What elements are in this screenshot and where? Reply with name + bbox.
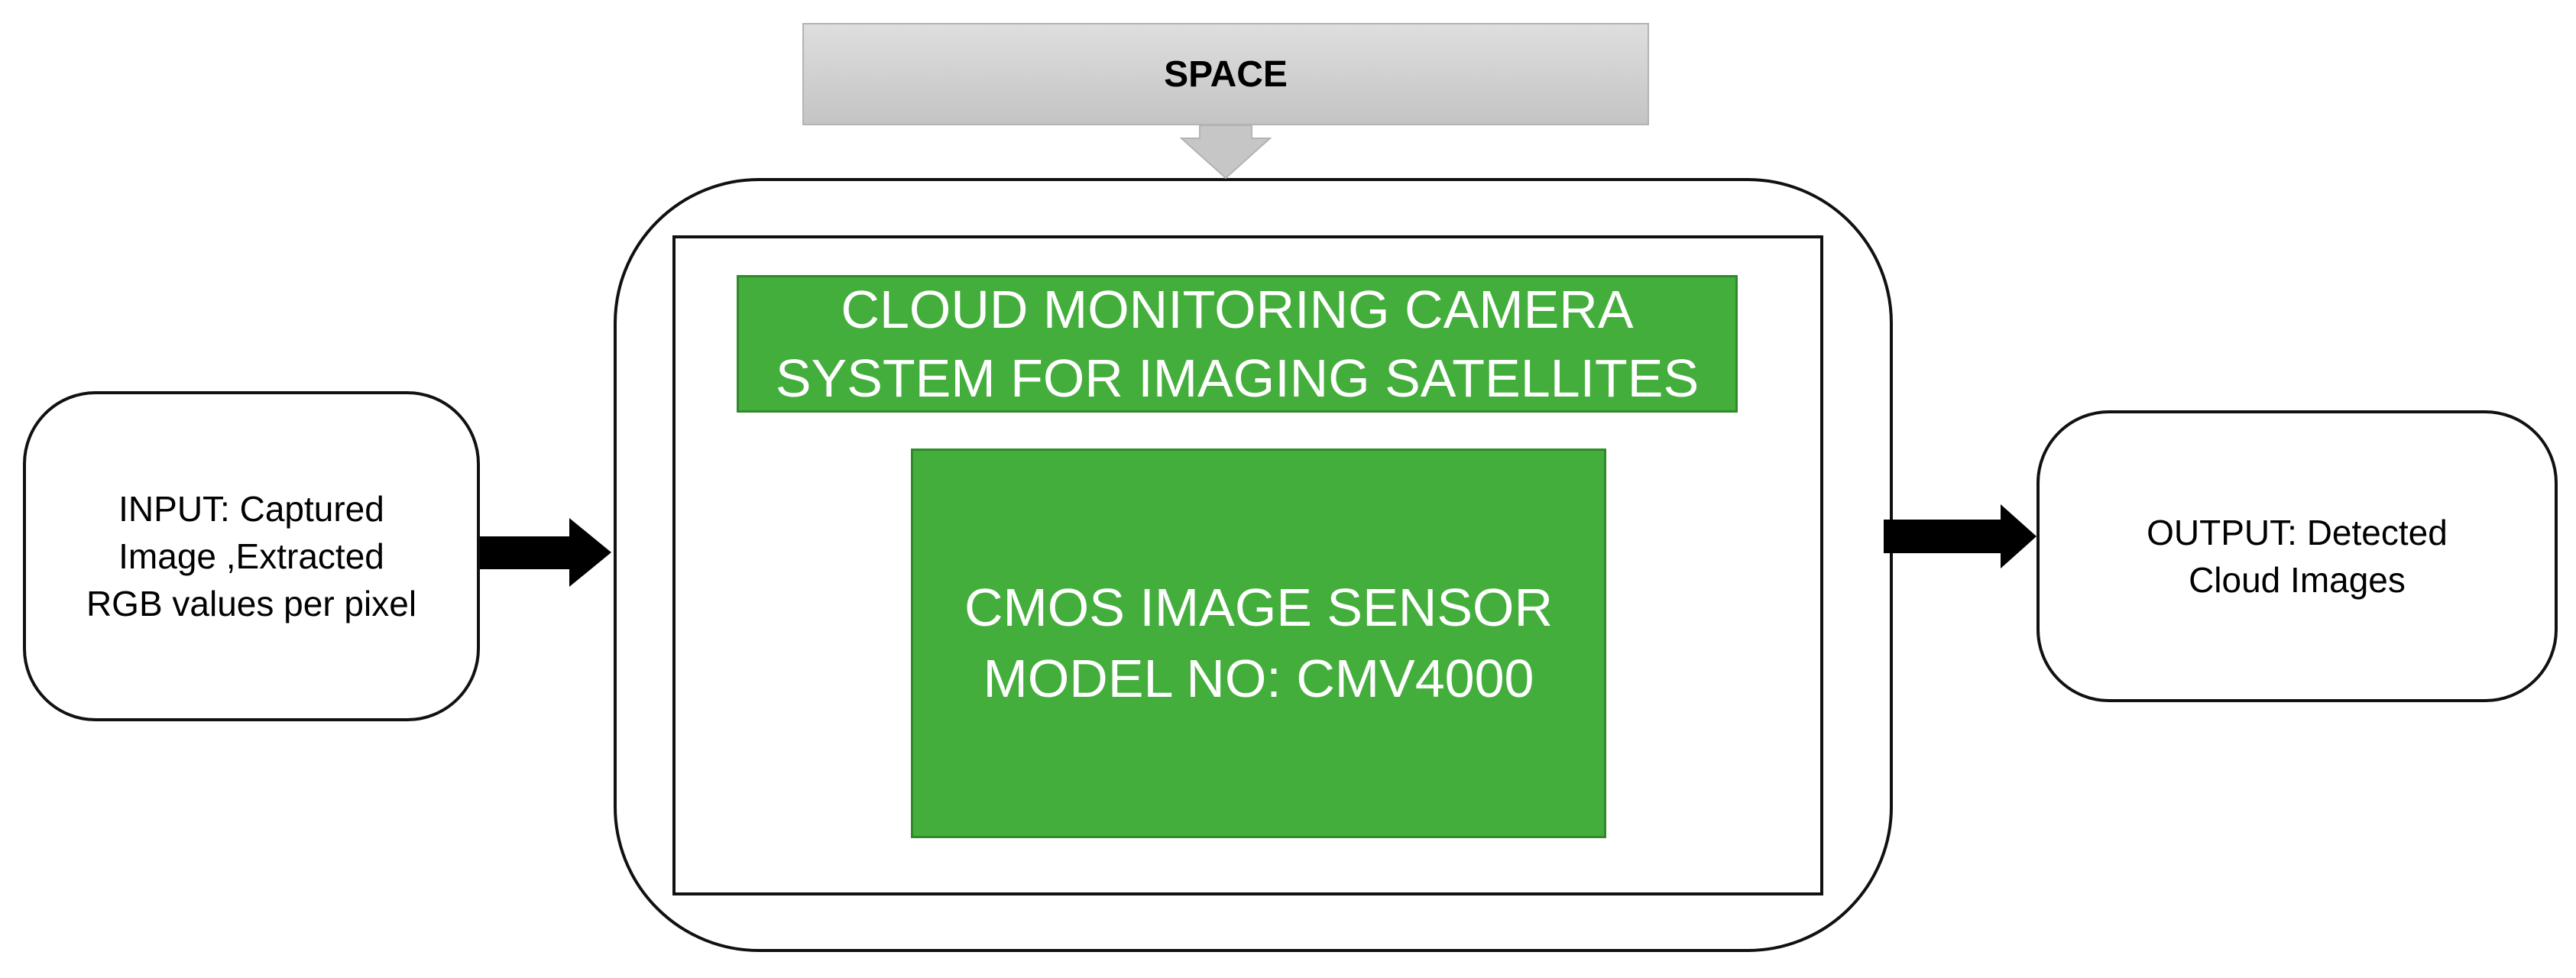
space-box: SPACE: [802, 23, 1649, 125]
output-box: OUTPUT: Detected Cloud Images: [2036, 410, 2558, 702]
input-label: INPUT: Captured Image ,Extracted RGB val…: [86, 489, 417, 623]
space-label: SPACE: [1164, 53, 1288, 95]
system-title-box: CLOUD MONITORING CAMERA SYSTEM FOR IMAGI…: [737, 275, 1738, 413]
space-down-arrow: [1179, 125, 1272, 180]
system-title: CLOUD MONITORING CAMERA SYSTEM FOR IMAGI…: [775, 280, 1700, 408]
output-label: OUTPUT: Detected Cloud Images: [2147, 513, 2448, 600]
output-arrow: [1884, 504, 2036, 568]
sensor-label: CMOS IMAGE SENSOR MODEL NO: CMV4000: [964, 578, 1554, 708]
input-arrow: [480, 518, 611, 587]
sensor-box: CMOS IMAGE SENSOR MODEL NO: CMV4000: [911, 449, 1606, 838]
input-box: INPUT: Captured Image ,Extracted RGB val…: [23, 391, 480, 721]
